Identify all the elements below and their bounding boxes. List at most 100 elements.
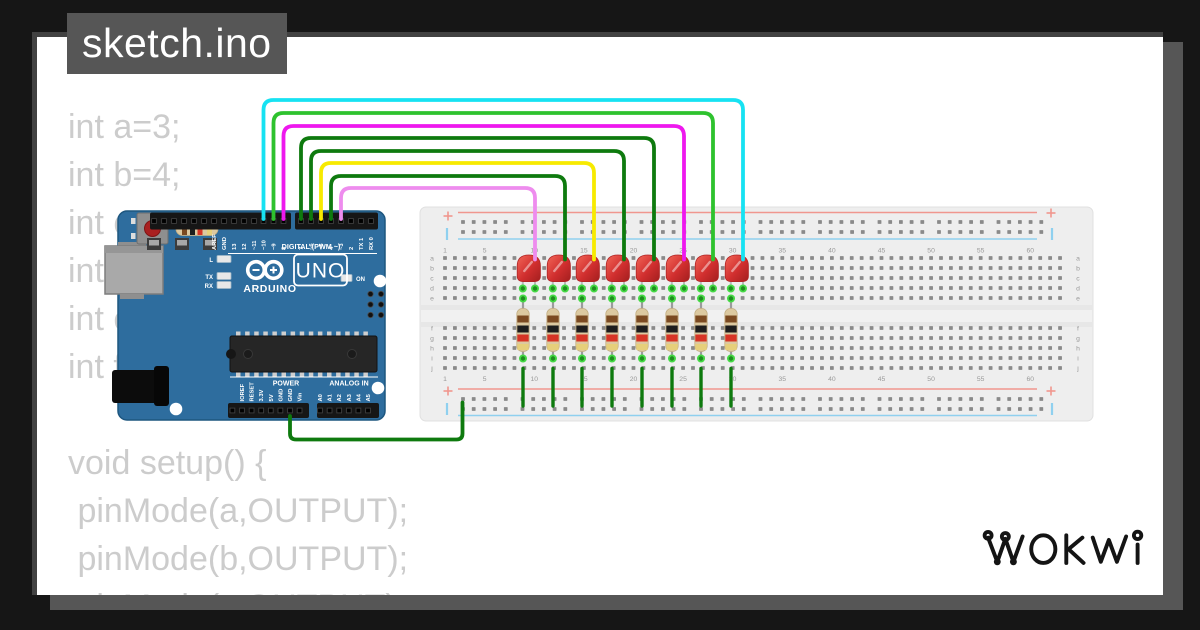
code-line: int b=4; (68, 156, 181, 194)
row-letter-label: a (1076, 255, 1080, 262)
svg-text:c: c (430, 275, 434, 282)
row-letter-label: e (1076, 295, 1080, 302)
svg-text:GND: GND (288, 389, 294, 402)
wire-pin-~5 (319, 161, 596, 262)
resistor-band (636, 315, 648, 323)
pin-header (150, 212, 291, 230)
smd-pad (147, 238, 161, 250)
icsp-header (367, 290, 385, 319)
svg-text:Vin: Vin (298, 392, 304, 401)
connection-dot (608, 354, 617, 363)
connection-dot (638, 354, 647, 363)
svg-text:15: 15 (580, 248, 588, 255)
code-line: pinMode(b,OUTPUT); (68, 540, 409, 578)
mounting-hole (169, 402, 183, 416)
resistor-band (666, 344, 678, 350)
connection-dot (637, 284, 646, 293)
svg-text:c: c (1076, 275, 1080, 282)
code-line: void setup() { (68, 444, 267, 482)
svg-text:ON: ON (356, 277, 365, 283)
signal-wires (261, 98, 745, 262)
resistor-band (725, 344, 737, 350)
column-number-label: 15 (580, 248, 588, 255)
row-letter-label: f (1077, 325, 1079, 332)
svg-text:GND: GND (278, 389, 284, 402)
svg-text:f: f (1077, 325, 1079, 332)
connection-dot (549, 354, 558, 363)
svg-text:IOREF: IOREF (240, 383, 246, 401)
svg-text:f: f (431, 325, 433, 332)
resistor-band (576, 325, 588, 333)
resistor-band (576, 315, 588, 323)
connection-dot (727, 354, 736, 363)
pin-header (228, 403, 309, 418)
svg-text:RX 0: RX 0 (369, 237, 375, 250)
resistor-band (666, 334, 678, 342)
connection-dot (548, 284, 557, 293)
connection-dot (518, 284, 527, 293)
column-number-label: 50 (927, 376, 935, 383)
led-body (546, 254, 571, 282)
svg-text:A2: A2 (337, 394, 343, 401)
sketch-filename-box: sketch.ino (67, 13, 287, 74)
row-letter-label: c (430, 275, 434, 282)
svg-text:20: 20 (630, 248, 638, 255)
svg-text:d: d (430, 285, 434, 292)
arduino-infinity-logo (245, 259, 284, 281)
usb-connector (104, 242, 164, 299)
column-number-label: 1 (443, 376, 447, 383)
atmega-chip (226, 331, 378, 377)
column-number-label: 15 (580, 376, 588, 383)
connection-dot (578, 354, 587, 363)
mounting-hole (373, 274, 387, 288)
logo-letter-w2 (1090, 534, 1129, 564)
resistor-band (576, 344, 588, 350)
resistor-6 (665, 294, 679, 363)
svg-text:d: d (1076, 285, 1080, 292)
connection-dot (668, 294, 677, 303)
column-number-label: 60 (1026, 248, 1034, 255)
wire-pin-~9 (271, 111, 715, 262)
pin-header (295, 212, 378, 230)
column-number-label: 60 (1026, 376, 1034, 383)
svg-text:50: 50 (927, 376, 935, 383)
mounting-hole (371, 381, 385, 395)
row-letter-label: i (431, 355, 433, 362)
row-letter-label: c (1076, 275, 1080, 282)
logo-node (999, 531, 1011, 542)
svg-text:a: a (1076, 255, 1080, 262)
svg-text:5: 5 (483, 376, 487, 383)
row-letter-label: f (431, 325, 433, 332)
row-letter-label: h (1076, 345, 1080, 352)
row-letter-label: a (430, 255, 434, 262)
column-number-label: 55 (977, 248, 985, 255)
connection-dot (638, 294, 647, 303)
column-number-label: 5 (483, 248, 487, 255)
connection-dot (697, 294, 706, 303)
gnd-wire (288, 400, 465, 442)
component-columns (288, 254, 749, 442)
column-number-label: 50 (927, 248, 935, 255)
led-7 (694, 254, 719, 293)
resistor-7 (694, 294, 708, 363)
connection-dot (519, 294, 528, 303)
row-letter-label: b (430, 265, 434, 272)
connection-dot (696, 284, 705, 293)
led-3 (575, 254, 600, 293)
svg-text:A3: A3 (347, 393, 353, 401)
pin-header (317, 403, 379, 418)
svg-text:A5: A5 (366, 393, 372, 401)
rail-plus-mark (1046, 208, 1056, 218)
resistor-band (725, 334, 737, 342)
svg-text:g: g (430, 335, 434, 342)
column-number-label: 30 (729, 248, 737, 255)
resistor-8 (724, 294, 738, 363)
barrel-jack (112, 366, 169, 406)
svg-text:60: 60 (1026, 248, 1034, 255)
svg-text:h: h (430, 345, 434, 352)
led-body (516, 254, 541, 282)
column-number-label: 35 (778, 248, 786, 255)
svg-text:35: 35 (778, 376, 786, 383)
